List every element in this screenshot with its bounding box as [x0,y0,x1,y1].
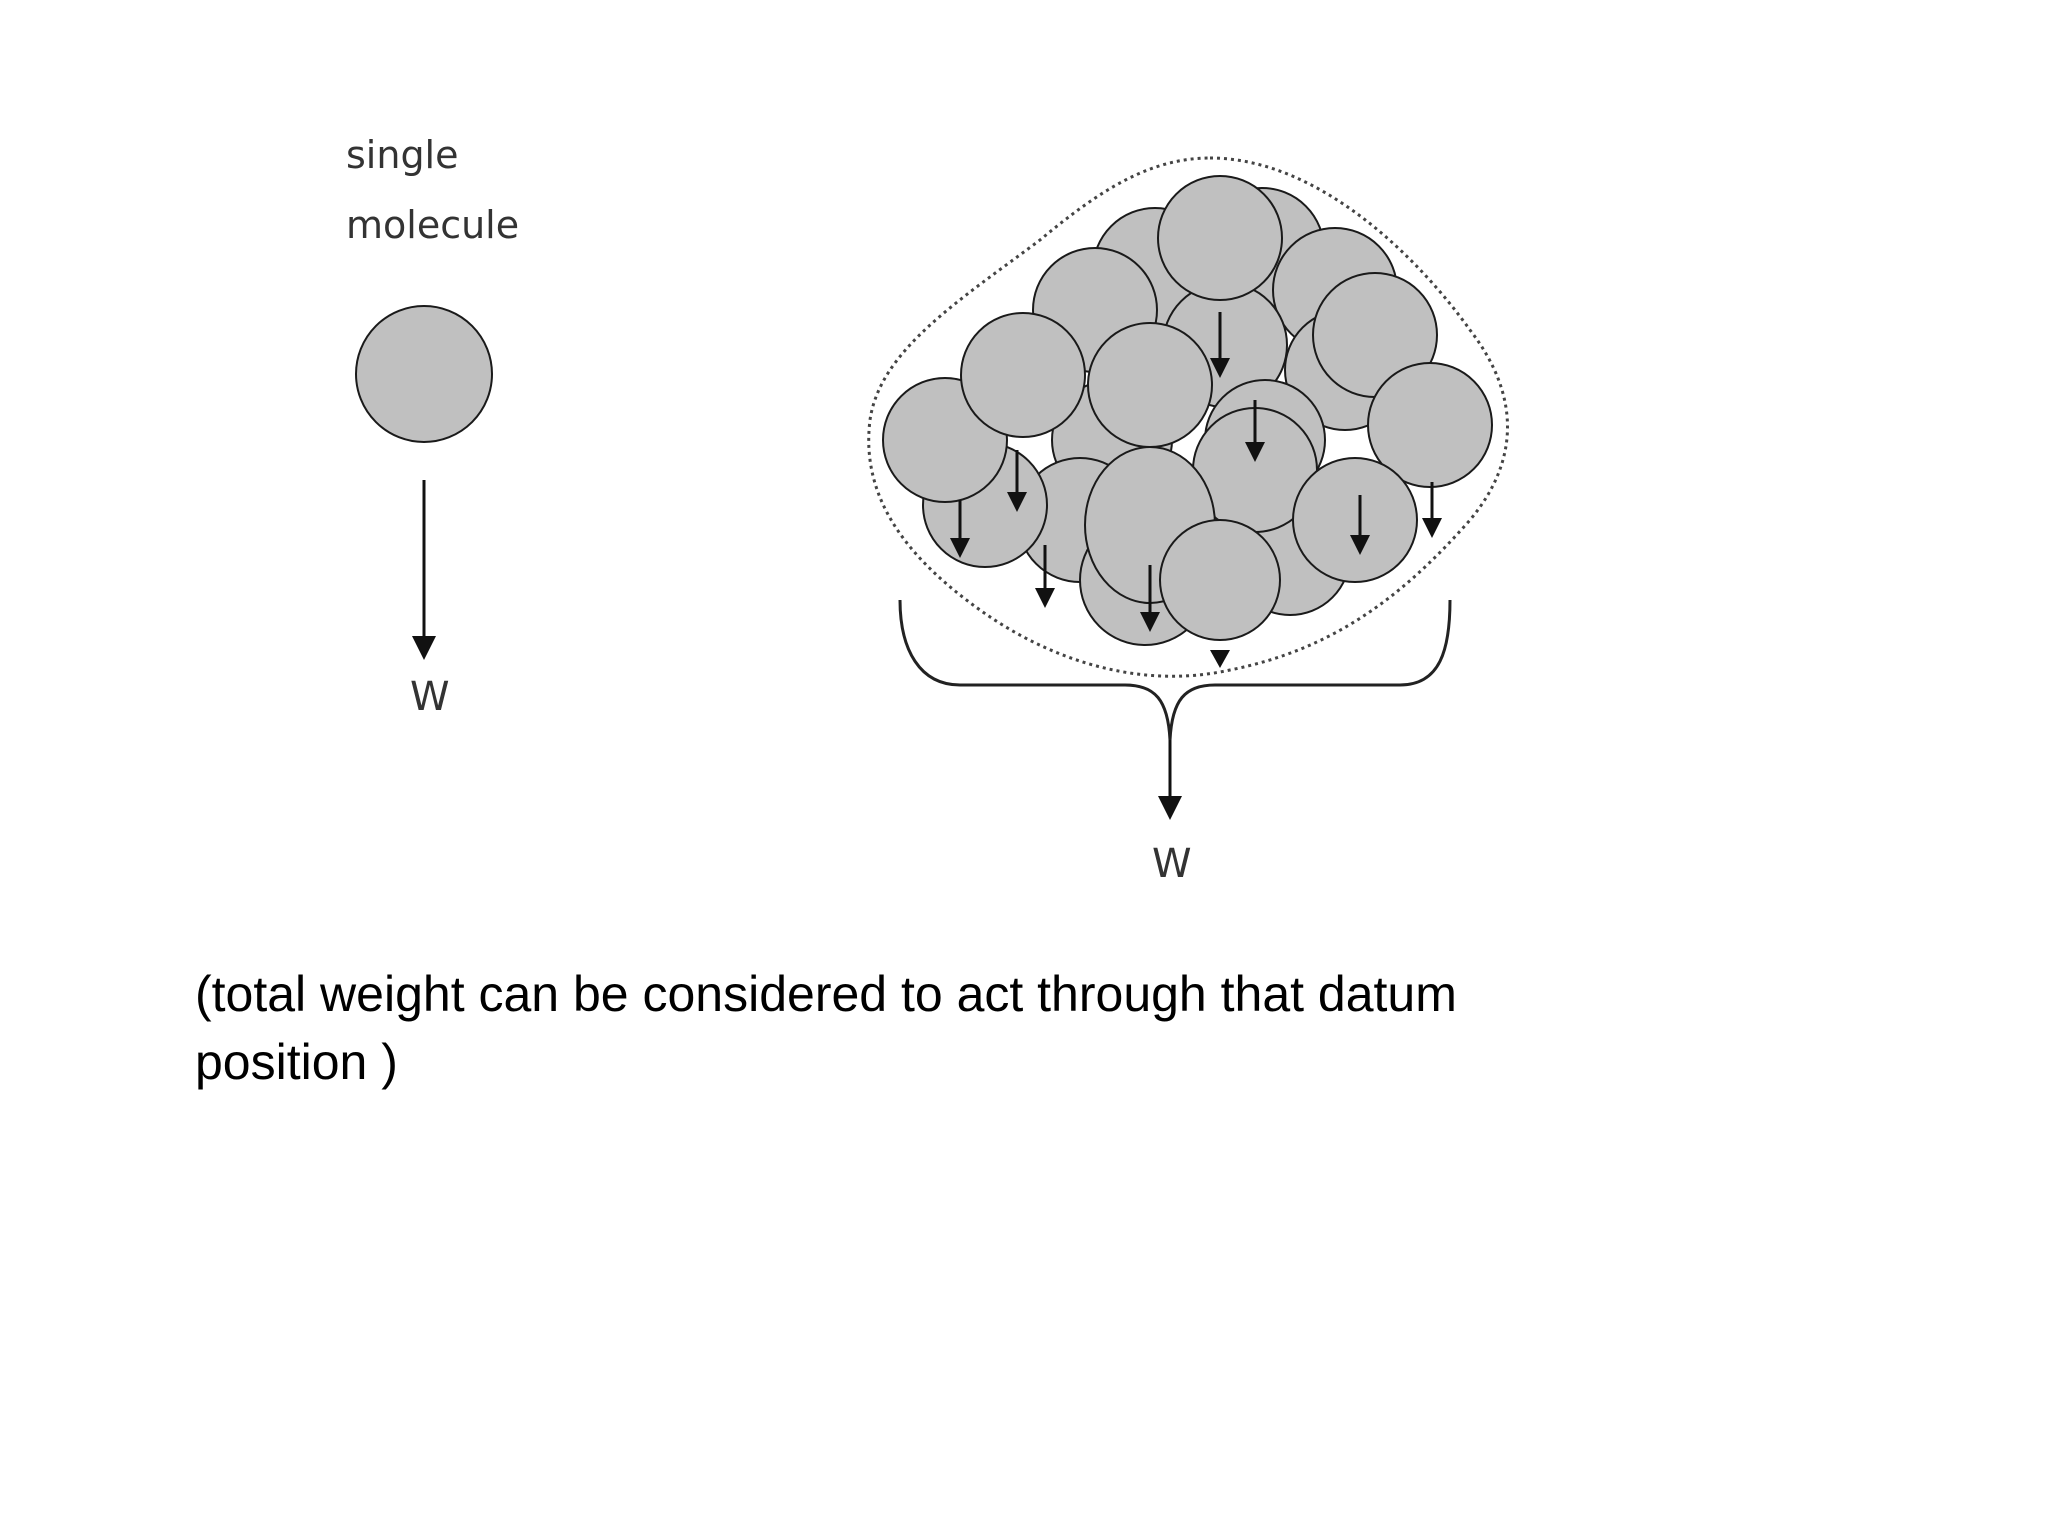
caption-line1: (total weight can be considered to act t… [195,966,1457,1022]
molecule-weight-arrowhead [1210,650,1230,668]
single-weight-arrowhead [412,636,436,660]
molecule-weight-arrowhead [1140,612,1160,632]
molecule-weight-arrowhead [1210,358,1230,378]
molecule-circle [1087,322,1213,448]
cluster-weight-arrows [950,312,1442,668]
caption: (total weight can be considered to act t… [195,960,1695,1096]
molecule-weight-arrowhead [1350,535,1370,555]
molecule-weight-arrowhead [1245,442,1265,462]
single-molecule-group: single molecule W [346,133,519,720]
cluster-boundary [867,156,1509,678]
single-weight-label: W [410,674,450,720]
molecule-circle [1157,175,1283,301]
molecule-circle [1159,519,1281,641]
molecule-weight-arrowhead [1007,492,1027,512]
molecule-weight-arrowhead [1035,588,1055,608]
resultant-weight-arrowhead [1158,796,1182,820]
molecule-weight-arrowhead [1422,518,1442,538]
cluster-molecules [882,175,1493,646]
caption-line2: position ) [195,1034,398,1090]
resultant-weight-label: W [1152,841,1192,887]
molecule-cluster-group: W [867,156,1509,887]
single-label-line2: molecule [346,203,519,247]
molecule-weight-arrowhead [950,538,970,558]
molecule-circle [960,312,1086,438]
single-molecule-circle [355,305,493,443]
molecule-circle [1367,362,1493,488]
single-label-line1: single [346,133,459,177]
molecule-circle [1292,457,1418,583]
